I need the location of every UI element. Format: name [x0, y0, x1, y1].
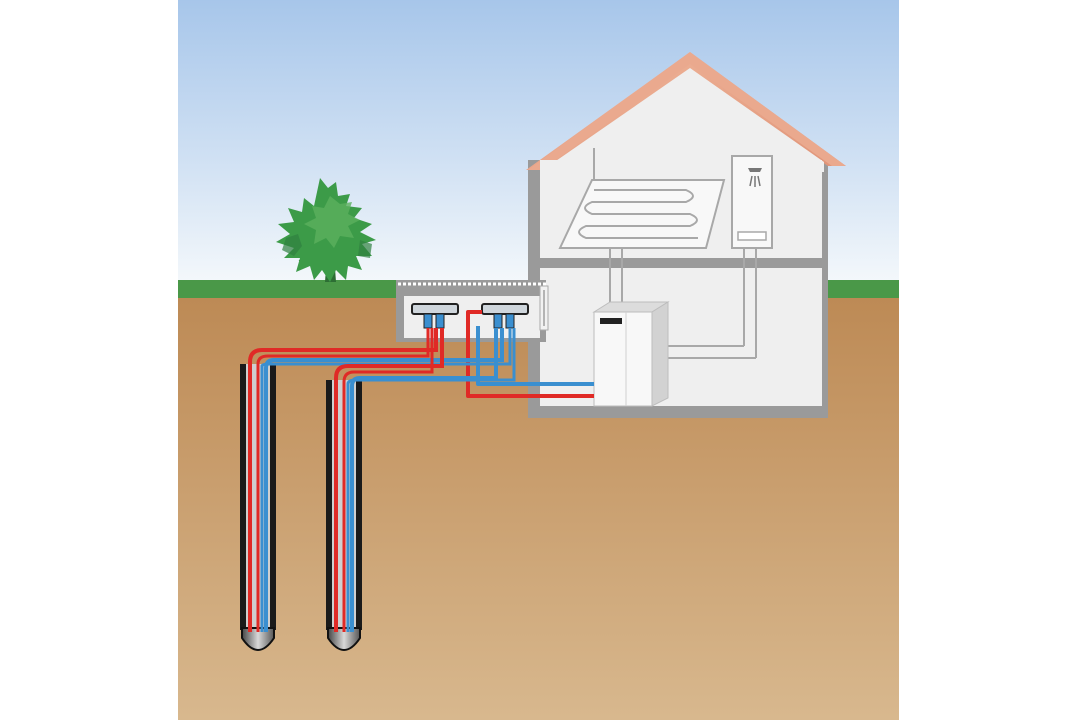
- shower-icon: [664, 155, 773, 359]
- manifold: [481, 303, 529, 329]
- heat-pump-display: [600, 318, 622, 324]
- supply-pipes: [466, 310, 594, 398]
- underfloor-heating-coil: [558, 148, 726, 304]
- borehole-probe: [326, 328, 516, 651]
- gable-wall: [540, 68, 824, 172]
- borehole-probe: [240, 328, 512, 651]
- tree-icon: [276, 178, 376, 282]
- heat-pump-unit: [592, 301, 670, 407]
- floor-slab: [540, 258, 822, 268]
